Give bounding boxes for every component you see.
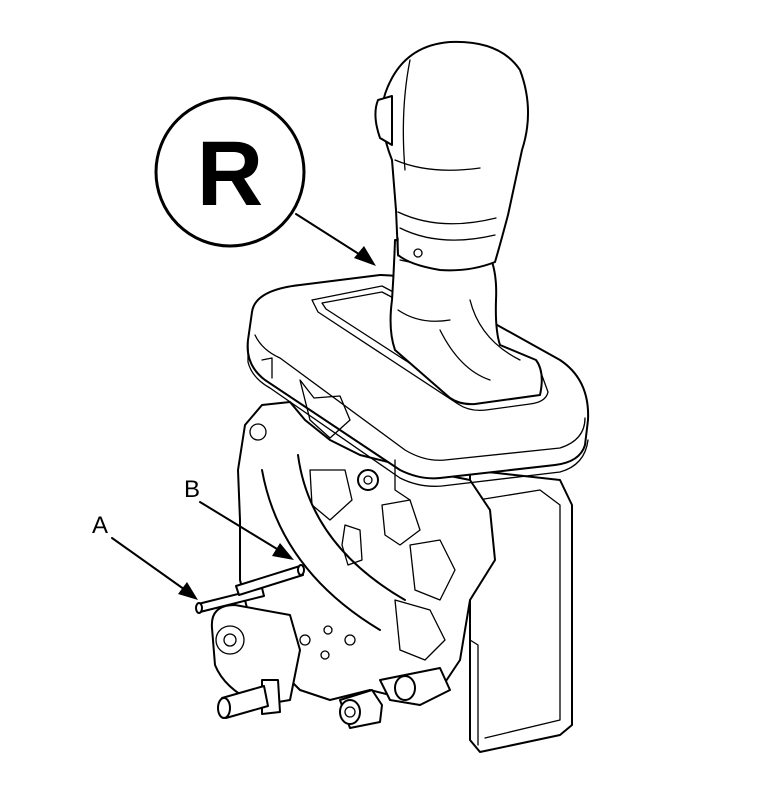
callout-b-arrow-head xyxy=(272,543,294,560)
lock-pin-b xyxy=(235,564,305,596)
badge-letter: R xyxy=(197,123,263,225)
reverse-callout-badge: R xyxy=(154,96,306,248)
leader-lines xyxy=(111,213,376,600)
badge-circle xyxy=(154,96,306,248)
bottom-mount-stud xyxy=(339,667,451,729)
callout-b-line xyxy=(199,501,283,553)
shifter-base-housing xyxy=(469,469,573,753)
shift-knob xyxy=(374,40,529,272)
badge-arrow-head xyxy=(354,246,376,266)
left-mount-stud xyxy=(210,604,301,719)
badge-arrow-line xyxy=(295,213,363,257)
callout-label-a: A xyxy=(92,512,108,539)
callout-a-line xyxy=(111,537,189,593)
callout-a-arrow-head xyxy=(178,582,198,600)
callout-label-b: B xyxy=(184,476,200,503)
